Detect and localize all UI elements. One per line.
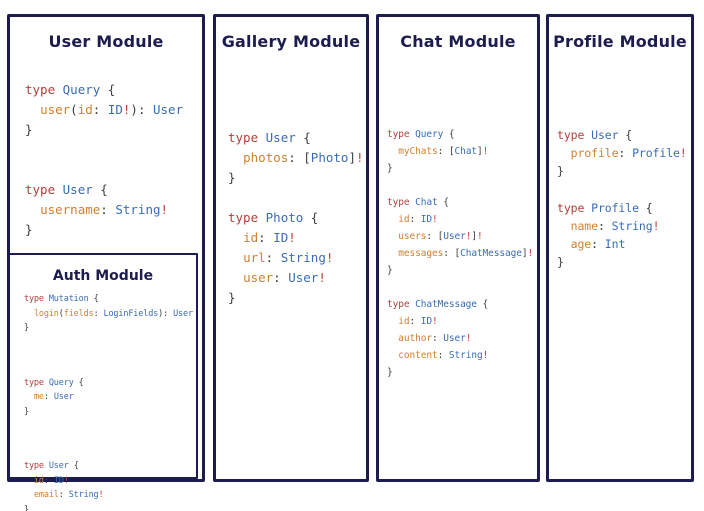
user-module-panel: User Module type Query { user(id: ID!): … xyxy=(7,14,205,511)
chat-module-code: type Query { myChats: [Chat]!} type Chat … xyxy=(387,126,533,381)
profile-module-title: Profile Module xyxy=(553,32,687,51)
code-block: type Query { user(id: ID!): User} xyxy=(25,82,184,137)
gallery-module-panel: Gallery Module type User { photos: [Phot… xyxy=(213,14,369,482)
code-block: type User { profile: Profile!} xyxy=(557,128,687,178)
code-block: type User { photos: [Photo]!} xyxy=(228,130,364,185)
code-block: type ChatMessage { id: ID! author: User!… xyxy=(387,299,489,378)
auth-module-title: Auth Module xyxy=(52,268,154,284)
code-block: type User { username: String!} xyxy=(25,182,169,237)
code-block: type Photo { id: ID! url: String! user: … xyxy=(228,210,334,305)
chat-module-title: Chat Module xyxy=(400,32,516,51)
chat-module-panel: Chat Module type Query { myChats: [Chat]… xyxy=(376,14,540,482)
profile-module-code: type User { profile: Profile!} type Profi… xyxy=(557,126,687,271)
code-block: type Profile { name: String! age: Int} xyxy=(557,201,660,269)
code-block: type Query { me: User} xyxy=(24,377,84,417)
user-module-title: User Module xyxy=(48,32,164,51)
code-block: type Mutation { login(fields: LoginField… xyxy=(24,294,193,333)
code-block: type Query { myChats: [Chat]!} xyxy=(387,129,489,174)
code-block: type User { id: ID! email: String!} xyxy=(24,461,104,511)
auth-module-panel: Auth Module type Mutation { login(fields… xyxy=(8,253,198,511)
auth-module-code: type Mutation { login(fields: LoginField… xyxy=(24,292,193,511)
profile-module-panel: Profile Module type User { profile: Prof… xyxy=(546,14,694,482)
user-module-code: type Query { user(id: ID!): User} type Us… xyxy=(25,80,183,240)
code-block: type Chat { id: ID! users: [User!]! mess… xyxy=(387,197,534,276)
gallery-module-code: type User { photos: [Photo]!} type Photo … xyxy=(228,128,364,308)
gallery-module-title: Gallery Module xyxy=(221,32,361,51)
